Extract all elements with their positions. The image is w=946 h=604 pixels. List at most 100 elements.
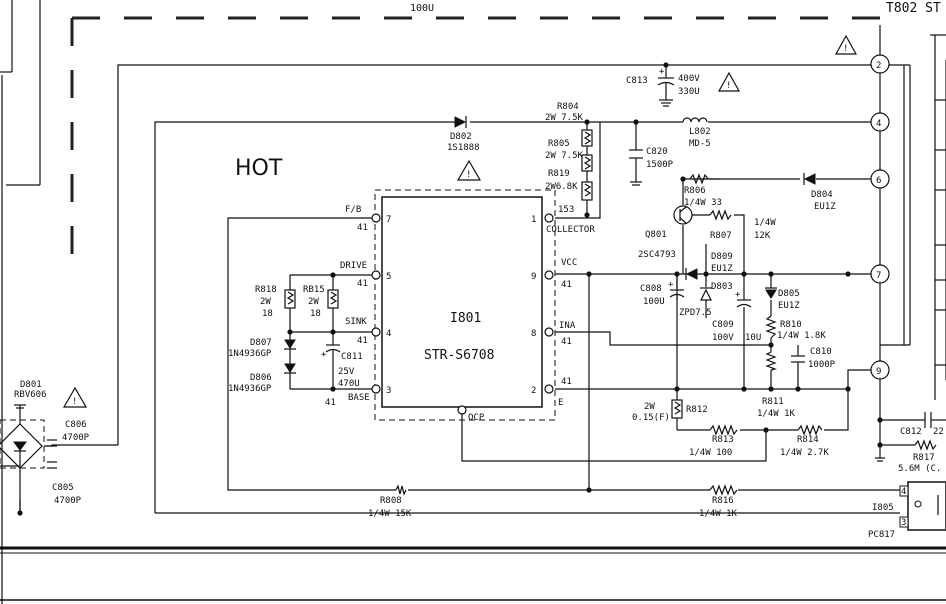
svg-text:DRIVE: DRIVE [340, 261, 367, 271]
svg-text:D809: D809 [711, 252, 733, 262]
svg-text:!: ! [72, 397, 77, 407]
resistor-r811: R811 1/4W 1K [757, 351, 796, 419]
svg-text:R813: R813 [712, 435, 734, 445]
svg-text:L802: L802 [689, 127, 711, 137]
svg-text:MD-5: MD-5 [689, 139, 711, 149]
svg-text:7: 7 [876, 271, 881, 281]
svg-text:EU1Z: EU1Z [711, 264, 733, 274]
label-hot: HOT [235, 156, 283, 181]
warning-triangle-icon: ! [456, 159, 482, 181]
warning-triangle-icon: ! [62, 386, 88, 408]
svg-text:+: + [668, 280, 674, 290]
svg-text:41: 41 [357, 223, 368, 233]
svg-text:400V: 400V [678, 74, 700, 84]
svg-text:1/4W 15K: 1/4W 15K [368, 509, 412, 519]
svg-text:100U: 100U [643, 297, 665, 307]
label-100u: 100U [410, 3, 434, 14]
t802-pin-2 [870, 54, 890, 74]
svg-text:BASE: BASE [348, 393, 370, 403]
svg-text:R818: R818 [255, 285, 277, 295]
svg-text:25V: 25V [338, 367, 355, 377]
svg-text:+: + [735, 290, 741, 300]
svg-text:EU1Z: EU1Z [814, 202, 836, 212]
svg-text:R811: R811 [762, 397, 784, 407]
svg-text:41: 41 [561, 337, 572, 347]
svg-text:R804: R804 [557, 102, 579, 112]
svg-text:R819: R819 [548, 169, 570, 179]
svg-text:!: ! [466, 170, 471, 180]
svg-text:I805: I805 [872, 503, 894, 513]
svg-text:5: 5 [386, 272, 391, 282]
svg-text:STR-S6708: STR-S6708 [424, 348, 494, 363]
svg-text:9: 9 [531, 272, 536, 282]
diode-d805: D805 EU1Z [765, 287, 800, 311]
svg-text:41: 41 [561, 280, 572, 290]
capacitor-c805: C805 4700P [19, 461, 82, 513]
svg-text:100V: 100V [712, 333, 734, 343]
resistor-r818: R818 2W 18 [255, 275, 296, 340]
svg-text:VCC: VCC [561, 258, 577, 268]
svg-text:4700P: 4700P [54, 496, 82, 506]
capacitor-c809: + C809 100V 10U [712, 290, 761, 343]
ic-i801: I801 STR-S6708 [374, 189, 556, 421]
optocoupler-i805: 4 3 I805 PC817 [868, 481, 946, 540]
svg-text:4700P: 4700P [62, 433, 90, 443]
transformer-t802: 2 4 6 7 9 [870, 25, 946, 400]
capacitor-c813: + C813 400V 330U [626, 67, 700, 107]
diode-d807: D807 1N4936GP [228, 338, 296, 359]
svg-text:4: 4 [901, 487, 906, 497]
svg-text:41: 41 [357, 279, 368, 289]
junction-dots [17, 62, 883, 516]
svg-text:D804: D804 [811, 190, 833, 200]
capacitor-c810: C810 1000P [791, 347, 836, 370]
svg-text:1000P: 1000P [808, 360, 836, 370]
svg-text:+: + [659, 67, 665, 77]
warning-triangle-icon: ! [717, 71, 741, 92]
resistor-r807: R807 1/4W 12K [709, 209, 776, 241]
svg-text:!: ! [726, 81, 731, 91]
svg-text:41: 41 [325, 398, 336, 408]
ic-pins: 7 F/B 41 5 DRIVE 41 4 SINK 41 3 BASE 41 … [325, 205, 595, 423]
svg-text:3: 3 [386, 386, 391, 396]
svg-text:330U: 330U [678, 87, 700, 97]
svg-text:R817: R817 [913, 453, 935, 463]
svg-text:1500P: 1500P [646, 160, 674, 170]
svg-text:R808: R808 [380, 496, 402, 506]
svg-text:12K: 12K [754, 231, 771, 241]
svg-text:D807: D807 [250, 338, 272, 348]
svg-text:R805: R805 [548, 139, 570, 149]
label-t802: T802 ST [886, 1, 941, 16]
svg-text:2: 2 [531, 386, 536, 396]
svg-text:2W 7.5K: 2W 7.5K [545, 151, 584, 161]
svg-text:RB15: RB15 [303, 285, 325, 295]
svg-text:I801: I801 [450, 311, 481, 326]
capacitor-c808: + C808 100U [640, 280, 685, 307]
diode-d806: D806 1N4936GP [228, 350, 296, 394]
resistor-r806: R806 1/4W 33 [684, 173, 722, 208]
svg-text:C809: C809 [712, 320, 734, 330]
svg-text:8: 8 [531, 329, 536, 339]
svg-text:2W: 2W [308, 297, 319, 307]
zener-d803: D803 ZPD7.5 [679, 282, 733, 318]
svg-text:C811: C811 [341, 352, 363, 362]
svg-text:6: 6 [876, 176, 881, 186]
diode-d809: D809 EU1Z [685, 252, 733, 280]
svg-text:41: 41 [561, 377, 572, 387]
svg-text:1/4W 2.7K: 1/4W 2.7K [780, 448, 829, 458]
svg-text:1/4W: 1/4W [754, 218, 776, 228]
svg-text:2W 7.5K: 2W 7.5K [545, 113, 584, 123]
svg-text:18: 18 [310, 309, 321, 319]
svg-text:R807: R807 [710, 231, 732, 241]
svg-text:2W: 2W [260, 297, 271, 307]
svg-text:9: 9 [876, 367, 881, 377]
svg-text:1S1888: 1S1888 [447, 143, 480, 153]
svg-text:COLLECTOR: COLLECTOR [546, 225, 595, 235]
resistor-r813: R813 1/4W 100 [689, 424, 738, 458]
svg-text:OCP: OCP [468, 413, 485, 423]
resistor-r816: R816 1/4W 1K [699, 484, 738, 519]
svg-text:E: E [558, 398, 563, 408]
svg-text:4: 4 [876, 119, 881, 129]
svg-text:EU1Z: EU1Z [778, 301, 800, 311]
capacitor-c812: C812 22 [879, 395, 946, 437]
resistor-r812: R812 2W 0.15(F) [632, 399, 708, 423]
